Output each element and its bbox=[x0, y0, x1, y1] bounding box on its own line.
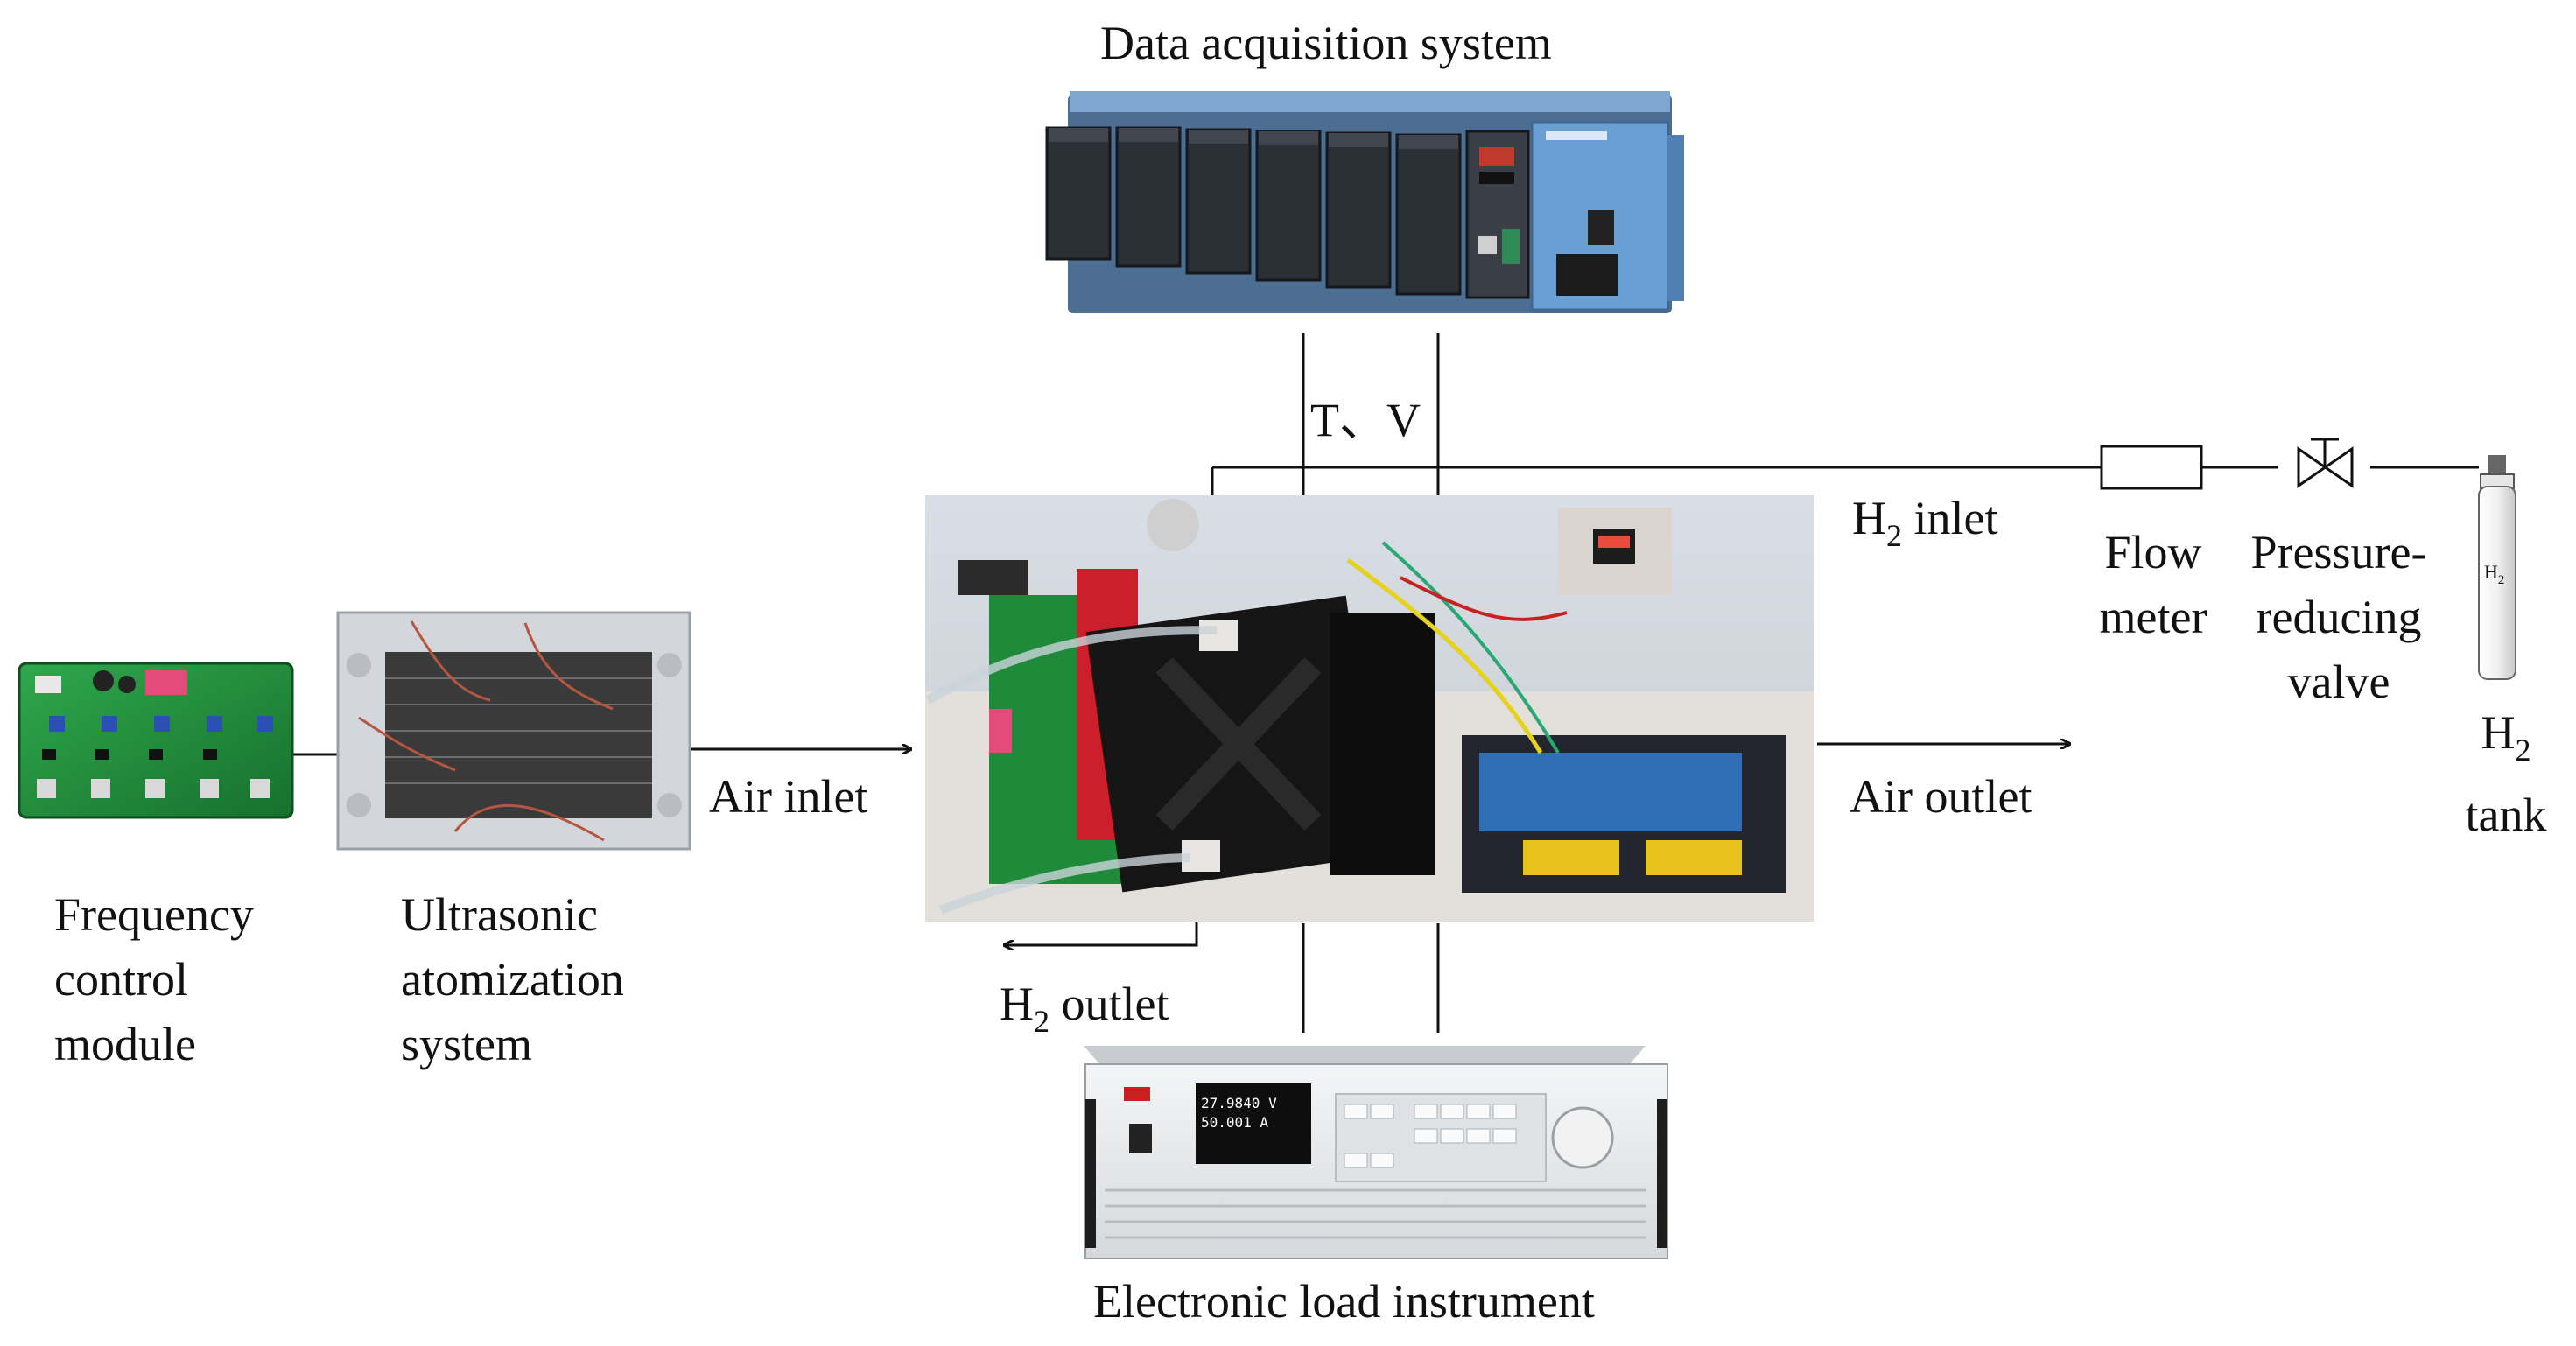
load-display-current: 50.001 A bbox=[1201, 1114, 1269, 1131]
label-electronic-load-instrument: Electronic load instrument bbox=[1093, 1275, 1595, 1328]
electronic-load-device bbox=[1084, 1046, 1668, 1259]
load-display-readout: 27.9840 V 50.001 A bbox=[1201, 1094, 1306, 1132]
load-display-voltage: 27.9840 V bbox=[1201, 1095, 1277, 1111]
flow-meter-symbol bbox=[2100, 445, 2203, 490]
frequency-control-board bbox=[18, 662, 294, 819]
label-h2-inlet: H2 inlet bbox=[1852, 492, 1998, 553]
daq-device bbox=[1045, 91, 1684, 313]
label-data-acquisition-system: Data acquisition system bbox=[1100, 17, 1552, 69]
h2-tank-symbol bbox=[2478, 455, 2516, 680]
pressure-reducing-valve-symbol bbox=[2297, 438, 2354, 488]
fuel-cell-setup bbox=[925, 495, 1814, 922]
label-h2-outlet: H2 outlet bbox=[1000, 978, 1169, 1039]
label-t-v: T、V bbox=[1310, 394, 1421, 446]
label-h2-tank: H2 tank bbox=[2465, 706, 2547, 841]
tank-body-label: H2 bbox=[2484, 561, 2505, 587]
label-air-inlet: Air inlet bbox=[709, 770, 868, 823]
label-air-outlet: Air outlet bbox=[1850, 770, 2032, 823]
ultrasonic-atomizer bbox=[336, 611, 691, 851]
